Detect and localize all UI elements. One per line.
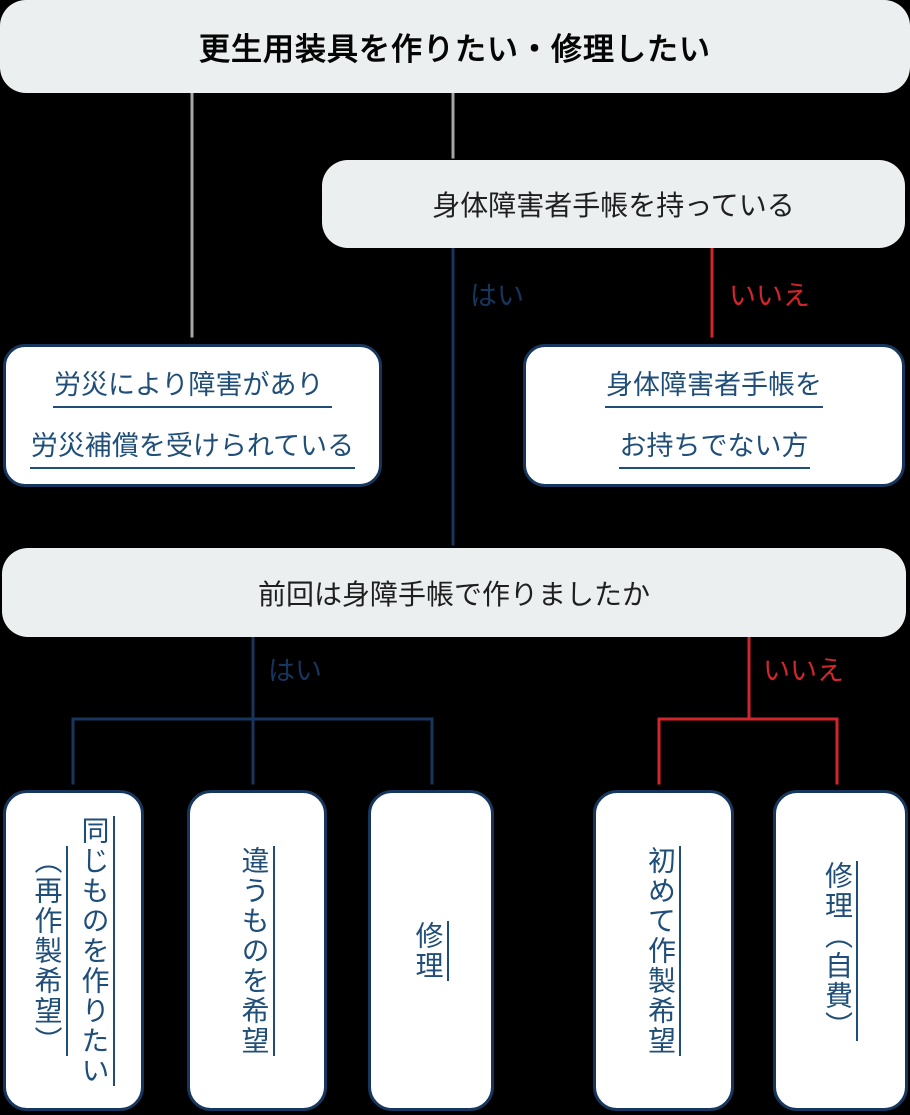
node-prev-techou: 前回は身障手帳で作りましたか xyxy=(2,548,906,637)
rousai-link-line2: 労災補償を受けられている xyxy=(29,424,356,469)
first-make-line1: 初めて作製希望 xyxy=(645,845,681,1056)
no-techou-link-line1: 身体障害者手帳を xyxy=(605,363,823,408)
node-no-techou-link[interactable]: 身体障害者手帳を お持ちでない方 xyxy=(523,344,905,487)
node-repair-self-link[interactable]: 修理（自費） xyxy=(773,790,908,1111)
node-prev-techou-label: 前回は身障手帳で作りましたか xyxy=(257,578,650,610)
node-first-make-link[interactable]: 初めて作製希望 xyxy=(593,790,734,1111)
edge-label-no-top: いいえ xyxy=(729,281,810,311)
rousai-link-line1: 労災により障害があり xyxy=(53,363,332,408)
node-repair-link[interactable]: 修理 xyxy=(368,790,494,1111)
node-has-techou: 身体障害者手帳を持っている xyxy=(322,160,905,248)
node-start: 更生用装具を作りたい・修理したい xyxy=(0,0,910,93)
same-item-line2: （再作製希望） xyxy=(32,845,68,1056)
node-different-item-link[interactable]: 違うものを希望 xyxy=(187,790,327,1111)
repair-self-line1: 修理（自費） xyxy=(822,860,858,1041)
node-rousai-link[interactable]: 労災により障害があり 労災補償を受けられている xyxy=(3,344,382,487)
node-start-label: 更生用装具を作りたい・修理したい xyxy=(199,32,711,67)
edge-label-no-bottom: いいえ xyxy=(763,656,844,686)
repair-line1: 修理 xyxy=(413,920,449,981)
no-techou-link-line2: お持ちでない方 xyxy=(618,424,810,469)
node-same-item-link[interactable]: 同じものを作りたい （再作製希望） xyxy=(3,790,144,1111)
node-has-techou-label: 身体障害者手帳を持っている xyxy=(432,190,795,221)
edge-label-yes-top: はい xyxy=(470,281,524,311)
same-item-line1: 同じものを作りたい xyxy=(79,815,115,1086)
edge-label-yes-bottom: はい xyxy=(268,656,322,686)
different-item-line1: 違うものを希望 xyxy=(239,845,275,1056)
